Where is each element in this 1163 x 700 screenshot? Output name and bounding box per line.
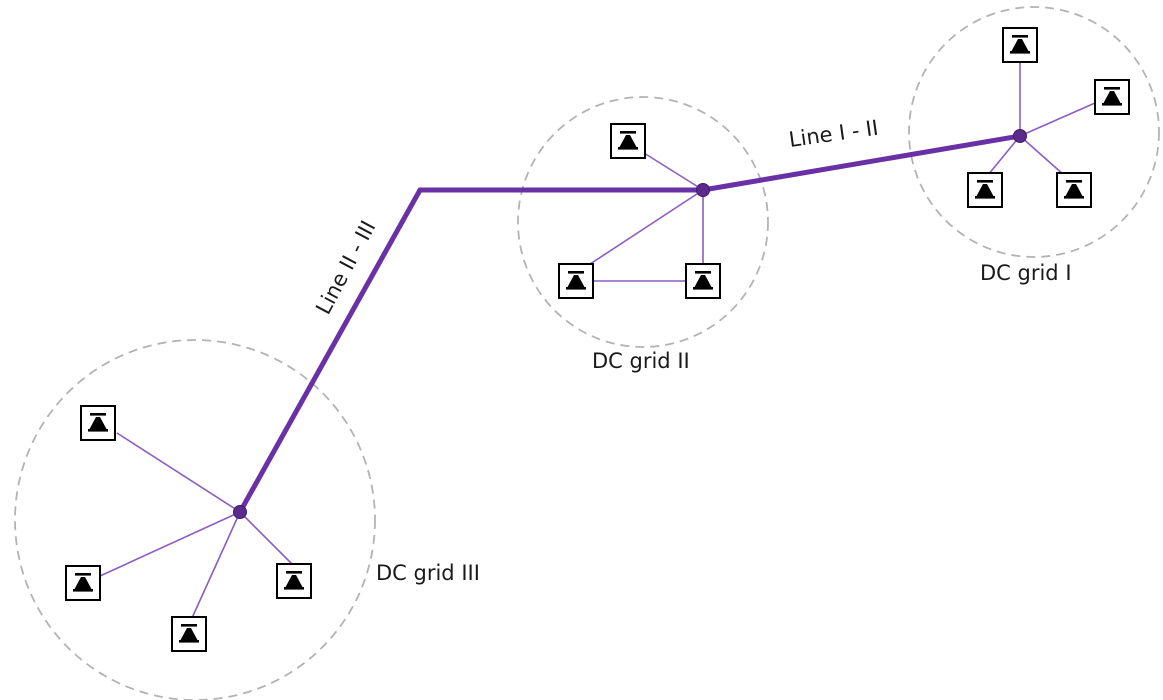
converter-station-icon bbox=[276, 563, 312, 599]
grid-3-branches bbox=[99, 432, 294, 619]
grid-3-hub bbox=[233, 505, 247, 519]
grid-boundary-1 bbox=[908, 6, 1160, 258]
line-2-3 bbox=[237, 187, 703, 514]
converter-station-icon bbox=[558, 263, 594, 299]
converter-station-icon bbox=[80, 405, 116, 441]
converter-station-icon bbox=[685, 263, 721, 299]
grid-boundary-2 bbox=[517, 96, 769, 348]
grid-1-stations bbox=[967, 27, 1130, 208]
grid-1-branches bbox=[987, 62, 1096, 176]
grid-1-hub bbox=[1013, 129, 1027, 143]
line-1-2-label: Line I - II bbox=[787, 116, 879, 152]
grid-1-label: DC grid I bbox=[980, 261, 1072, 285]
grid-2-hub bbox=[696, 183, 710, 197]
grid-boundary-3 bbox=[14, 339, 376, 700]
converter-station-icon bbox=[610, 123, 646, 159]
converter-station-icon bbox=[1002, 27, 1038, 63]
grid-2-branches bbox=[583, 152, 704, 282]
grid-3-label: DC grid III bbox=[376, 561, 480, 585]
grid-2-label: DC grid II bbox=[592, 349, 690, 373]
converter-station-icon bbox=[171, 616, 207, 652]
grid-2-stations bbox=[558, 123, 721, 299]
line-2-3-label: Line II - III bbox=[311, 217, 380, 319]
grid-3-stations bbox=[65, 405, 312, 652]
converter-station-icon bbox=[1056, 172, 1092, 208]
converter-station-icon bbox=[967, 172, 1003, 208]
line-1-2 bbox=[702, 133, 1021, 193]
converter-station-icon bbox=[1094, 79, 1130, 115]
converter-station-icon bbox=[65, 565, 101, 601]
